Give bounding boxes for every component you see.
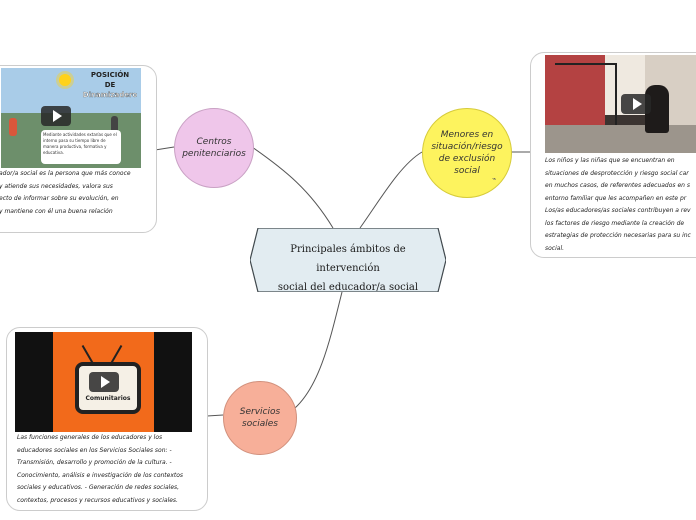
topic-menores-line-4: social bbox=[454, 166, 480, 176]
central-topic-shape bbox=[250, 228, 446, 292]
card-menores-text: Los niños y las niñas que se encuentran … bbox=[545, 155, 696, 255]
link-icon[interactable]: ⌁ bbox=[492, 175, 497, 183]
card-centros-text: ador/a social es la persona que más cono… bbox=[0, 168, 149, 218]
topic-servicios-line-1: Servicios bbox=[239, 407, 281, 417]
card-line: y atiende sus necesidades, valora sus bbox=[0, 182, 113, 190]
video-label: Comunitarios bbox=[85, 395, 131, 402]
card-line: ecto de informar sobre su evolución, en bbox=[0, 195, 119, 202]
connector-central-centros bbox=[251, 146, 334, 229]
video-title-line-2: DE bbox=[104, 81, 116, 89]
card-line: Las funciones generales de los educadore… bbox=[17, 434, 163, 441]
video-figure bbox=[111, 116, 118, 136]
play-icon[interactable] bbox=[41, 106, 71, 126]
card-line: Los niños y las niñas que se encuentran … bbox=[545, 157, 675, 164]
card-menores-riesgo: Los niños y las niñas que se encuentran … bbox=[530, 52, 696, 258]
video-figure bbox=[9, 118, 17, 136]
card-line: situaciones de desprotección y riesgo so… bbox=[545, 169, 689, 177]
central-line-2: social del educador/a social bbox=[277, 282, 419, 293]
central-topic[interactable]: Principales ámbitos de intervención soci… bbox=[250, 228, 446, 293]
topic-centros-line-1: Centros bbox=[196, 137, 232, 147]
topic-servicios-line-2: sociales bbox=[242, 419, 278, 429]
card-line: en muchos casos, de referentes adecuados… bbox=[545, 182, 690, 189]
card-line: Conocimiento, análisis e investigación d… bbox=[17, 471, 184, 479]
card-line: Transmisión, desarrollo y promoción de l… bbox=[17, 459, 172, 466]
topic-centros-penitenciarios[interactable]: Centros penitenciarios bbox=[174, 108, 254, 188]
connector-servicios-card bbox=[206, 414, 224, 417]
card-line: estrategias de protección necesarias par… bbox=[545, 232, 691, 239]
video-thumbnail-menores[interactable] bbox=[545, 55, 696, 153]
topic-menores-line-1: Menores en bbox=[440, 130, 494, 140]
connector-centros-card bbox=[154, 146, 175, 151]
card-centros-penitenciarios: POSICIÓN DE Dinamizadero Mediante activi… bbox=[0, 65, 157, 233]
card-line: social. bbox=[545, 244, 565, 252]
card-line: contextos, procesos y recursos educativo… bbox=[17, 496, 178, 504]
topic-menores-riesgo[interactable]: Menores en situación/riesgo de exclusión… bbox=[422, 108, 512, 198]
topic-servicios-sociales[interactable]: Servicios sociales bbox=[223, 381, 297, 455]
sun-icon bbox=[59, 74, 71, 86]
video-thumbnail-servicios[interactable]: Comunitarios bbox=[15, 332, 192, 432]
card-servicios-sociales: Comunitarios Las funciones generales de … bbox=[6, 327, 208, 511]
card-line: entorno familiar que les acompañen en es… bbox=[545, 194, 687, 202]
topic-menores-line-3: de exclusión bbox=[438, 154, 496, 164]
topic-centros-line-2: penitenciarios bbox=[182, 149, 246, 159]
topic-menores-line-2: situación/riesgo bbox=[431, 142, 503, 152]
central-topic-title: Principales ámbitos de intervención soci… bbox=[260, 240, 436, 297]
video-title-line-3: Dinamizadero bbox=[82, 91, 138, 99]
video-caption-box: Mediante actividades extarías que el int… bbox=[41, 130, 121, 164]
connector-central-menores bbox=[359, 151, 423, 229]
connector-central-servicios bbox=[294, 291, 343, 409]
play-icon[interactable] bbox=[89, 372, 119, 392]
card-line: los factores de riesgo mediante la creac… bbox=[545, 219, 685, 227]
card-line: Los/as educadores/as sociales contribuye… bbox=[545, 207, 691, 214]
card-line: educadores sociales en los Servicios Soc… bbox=[17, 446, 172, 454]
central-line-1: Principales ámbitos de intervención bbox=[290, 244, 406, 274]
card-servicios-text: Las funciones generales de los educadore… bbox=[17, 432, 203, 507]
video-title-line-1: POSICIÓN bbox=[90, 71, 130, 79]
card-line: sociales y educativos. - Generación de r… bbox=[17, 484, 180, 491]
card-line: y mantiene con él una buena relación bbox=[0, 207, 113, 215]
video-caption: Mediante actividades extarías que el int… bbox=[43, 132, 117, 155]
card-line: ador/a social es la persona que más cono… bbox=[0, 170, 131, 177]
play-icon[interactable] bbox=[621, 94, 651, 114]
video-thumbnail-centros[interactable]: POSICIÓN DE Dinamizadero Mediante activi… bbox=[1, 68, 141, 168]
